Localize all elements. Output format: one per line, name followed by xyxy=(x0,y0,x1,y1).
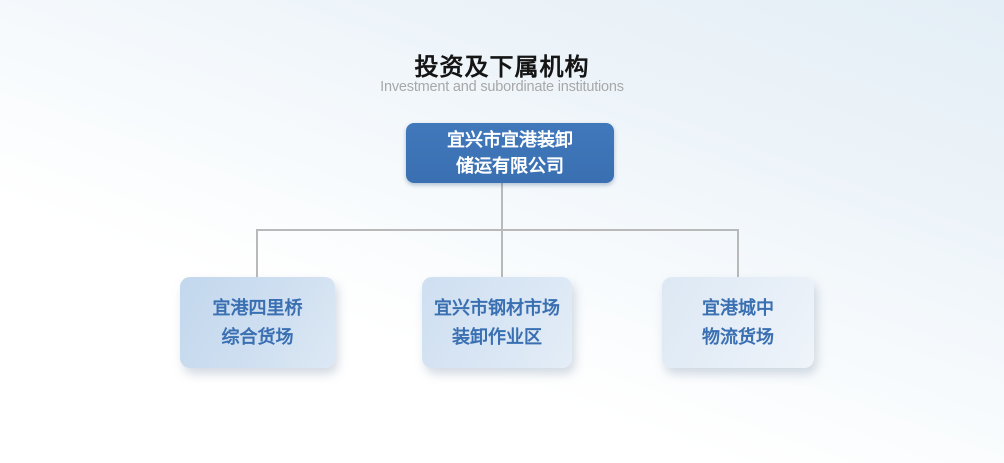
org-node-child-3-line2: 物流货场 xyxy=(702,326,774,347)
connector-drop-child-2 xyxy=(501,229,503,277)
org-node-child-2: 宜兴市钢材市场 装卸作业区 xyxy=(422,277,572,368)
org-node-child-1-line2: 综合货场 xyxy=(221,326,294,347)
connector-root-trunk xyxy=(501,183,503,230)
org-node-child-3-line1: 宜港城中 xyxy=(702,297,774,318)
org-node-child-1-line1: 宜港四里桥 xyxy=(212,297,303,318)
org-node-child-2-line1: 宜兴市钢材市场 xyxy=(434,297,560,318)
org-node-child-3: 宜港城中 物流货场 xyxy=(662,277,814,368)
org-node-child-1: 宜港四里桥 综合货场 xyxy=(180,277,335,368)
org-node-child-2-line2: 装卸作业区 xyxy=(452,326,542,347)
connector-horizontal-rail xyxy=(256,229,739,231)
page-subtitle: Investment and subordinate institutions xyxy=(380,79,624,95)
org-node-root: 宜兴市宜港装卸 储运有限公司 xyxy=(406,123,614,183)
org-node-root-line1: 宜兴市宜港装卸 xyxy=(447,130,573,150)
connector-drop-child-3 xyxy=(737,229,739,277)
org-node-root-line2: 储运有限公司 xyxy=(456,156,564,176)
page-title: 投资及下属机构 xyxy=(414,54,590,81)
connector-drop-child-1 xyxy=(256,229,258,277)
